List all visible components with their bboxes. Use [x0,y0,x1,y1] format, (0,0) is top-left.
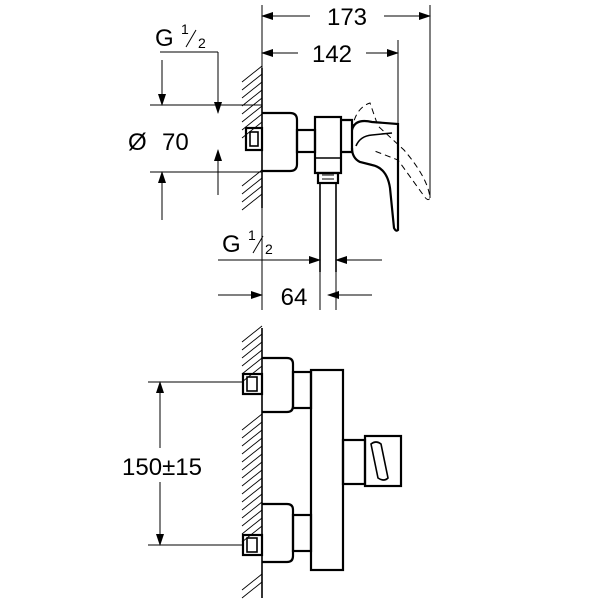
hatch-line [241,193,263,211]
hatch-line [241,485,263,503]
hatch-line [241,477,263,495]
dimension-diameter: Ø 70 [128,129,189,156]
hatch-line [241,169,263,187]
thread-top-prefix: G [155,25,174,52]
valve-body [244,111,343,185]
hatch-line [241,325,263,343]
hatch-line [241,413,263,431]
hatch-line [241,97,263,115]
thread-bottom-prefix: G [222,231,241,258]
upper-connector [241,356,313,414]
hatch-line [241,509,263,527]
hatch-line [241,517,263,535]
diameter-value: 70 [162,129,189,156]
hatch-line [241,421,263,439]
hatch-line [241,573,263,591]
dim-150-label: 150±15 [122,454,202,481]
dimension-spacing: 150±15 [122,381,243,546]
mixer-body [309,368,403,572]
thread-bottom-numerator: 1 [248,227,256,243]
thread-size-bottom: G 1 2 [218,227,382,264]
thread-size-top: G 1 2 [155,21,218,53]
lever-handle [341,102,431,232]
hatch-line [241,501,263,519]
hatch-line [241,493,263,511]
hatch-line [241,341,263,359]
dimension-depth: 64 [218,262,372,311]
hatch-line [241,349,263,367]
dim-64-label: 64 [281,284,308,311]
hatch-line [241,469,263,487]
hatch-line [241,177,263,195]
hatch-line [241,65,263,83]
hatch-line [241,357,263,375]
thread-top-denominator: 2 [198,35,206,51]
side-view: 173 142 G 1 2 Ø 70 G 1 [128,4,431,311]
hatch-line [241,89,263,107]
hatch-line [241,445,263,463]
hatch-line [241,453,263,471]
hatch-line [241,581,263,599]
thread-top-numerator: 1 [181,21,189,37]
hatch-line [241,461,263,479]
dim-173-label: 173 [327,4,367,31]
hatch-line [241,105,263,123]
thread-bottom-denominator: 2 [265,241,273,257]
dim-142-label: 142 [312,41,352,68]
hatch-line [241,333,263,351]
dimension-total-width: 173 [261,4,431,31]
hatch-line [241,185,263,203]
wall-hatching-front [241,325,263,599]
front-view: 150±15 [122,325,403,599]
diameter-symbol: Ø [128,129,147,156]
hatch-line [241,73,263,91]
outlet-pipe [319,183,337,272]
hatch-line [241,429,263,447]
dimension-outlet-width: 142 [261,41,399,68]
hatch-line [241,81,263,99]
hatch-line [241,437,263,455]
